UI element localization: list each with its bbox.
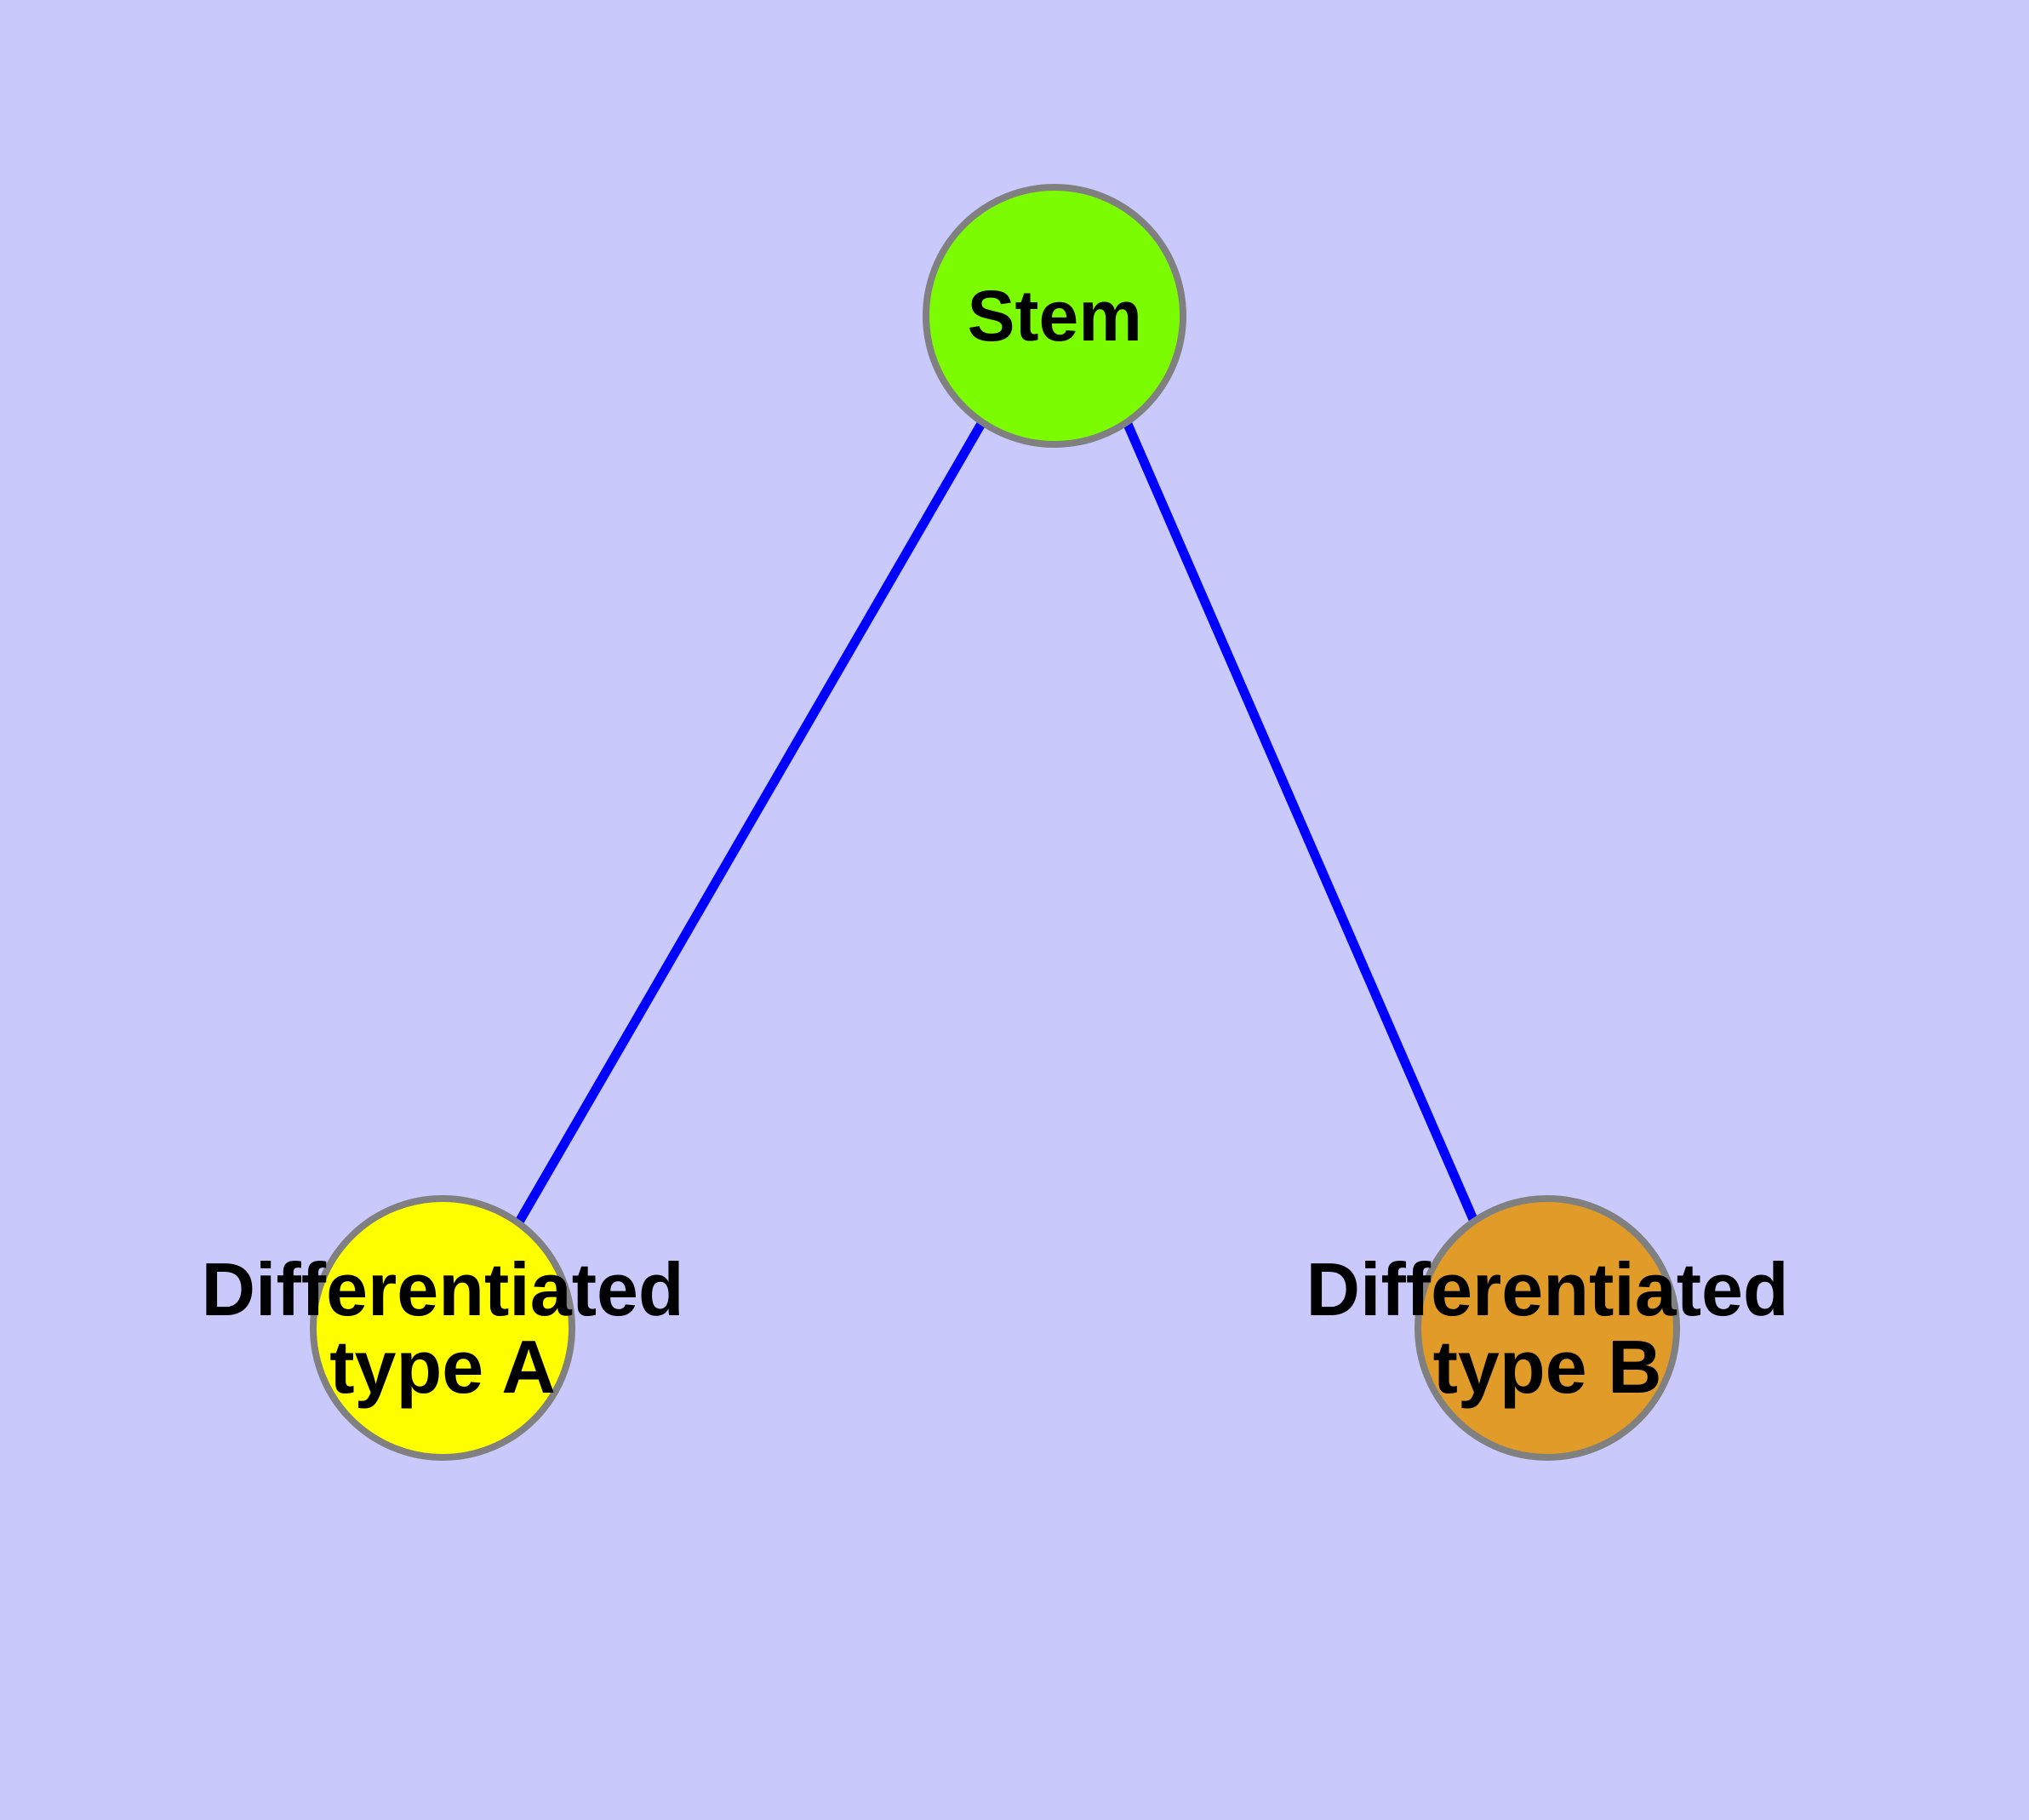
node-circle-diff_b[interactable] bbox=[1415, 1195, 1680, 1461]
edge-stem-to-diff-a[interactable] bbox=[514, 420, 986, 1226]
edges-group bbox=[514, 420, 1480, 1226]
node-circle-stem[interactable] bbox=[923, 184, 1186, 448]
node-circle-diff_a[interactable] bbox=[310, 1195, 575, 1461]
edge-stem-to-diff-b[interactable] bbox=[1122, 420, 1480, 1226]
nodes-group bbox=[310, 184, 1680, 1461]
